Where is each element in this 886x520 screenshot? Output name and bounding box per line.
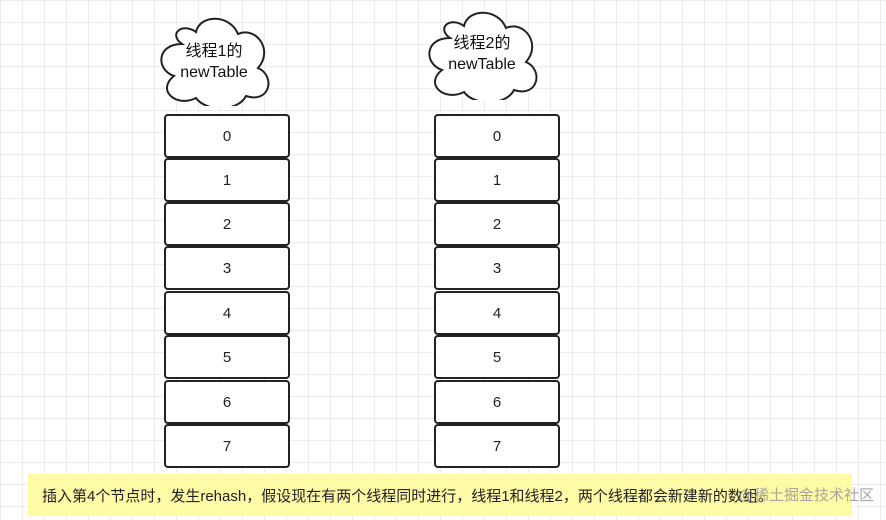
cloud-shape-icon	[160, 17, 270, 106]
thread1-newtable: 0 1 2 3 4 5 6 7	[164, 114, 290, 470]
table-cell: 6	[164, 380, 290, 424]
cloud-title-line2: newTable	[448, 56, 516, 73]
cloud-title-line1: 线程1的	[185, 43, 243, 60]
table-cell: 4	[434, 291, 560, 335]
table-cell: 5	[434, 335, 560, 379]
table-cell: 0	[164, 114, 290, 158]
cell-index: 6	[222, 393, 232, 411]
cell-index: 4	[222, 304, 232, 322]
cell-index: 4	[492, 304, 502, 322]
cell-index: 5	[492, 348, 502, 366]
table-cell: 0	[434, 114, 560, 158]
cell-index: 6	[492, 393, 502, 411]
cell-index: 7	[222, 437, 232, 455]
watermark-text: @稀土掘金技术社区	[738, 487, 874, 504]
cell-index: 3	[222, 259, 232, 277]
cell-index: 5	[222, 348, 232, 366]
table-cell: 1	[164, 158, 290, 202]
table-cell: 5	[164, 335, 290, 379]
cell-index: 0	[222, 127, 232, 145]
cell-index: 7	[492, 437, 502, 455]
cell-index: 2	[492, 215, 502, 233]
caption-banner: 插入第4个节点时，发生rehash，假设现在有两个线程同时进行，线程1和线程2，…	[28, 474, 852, 516]
cloud-shape-icon	[428, 11, 538, 100]
table-cell: 7	[434, 424, 560, 468]
table-cell: 3	[164, 246, 290, 290]
cell-index: 1	[492, 171, 502, 189]
cell-index: 2	[222, 215, 232, 233]
table-cell: 6	[434, 380, 560, 424]
cell-index: 1	[222, 171, 232, 189]
table-cell: 1	[434, 158, 560, 202]
thread2-newtable: 0 1 2 3 4 5 6 7	[434, 114, 560, 470]
cloud-title-line1: 线程2的	[453, 35, 511, 52]
caption-text: 插入第4个节点时，发生rehash，假设现在有两个线程同时进行，线程1和线程2，…	[42, 487, 773, 505]
cell-index: 3	[492, 259, 502, 277]
table-cell: 7	[164, 424, 290, 468]
table-cell: 2	[434, 202, 560, 246]
table-cell: 4	[164, 291, 290, 335]
table-cell: 2	[164, 202, 290, 246]
table-cell: 3	[434, 246, 560, 290]
cloud-label-thread2: 线程2的 newTable	[420, 6, 544, 100]
cell-index: 0	[492, 127, 502, 145]
cloud-title-line2: newTable	[180, 64, 248, 81]
cloud-label-thread1: 线程1的 newTable	[152, 12, 276, 106]
